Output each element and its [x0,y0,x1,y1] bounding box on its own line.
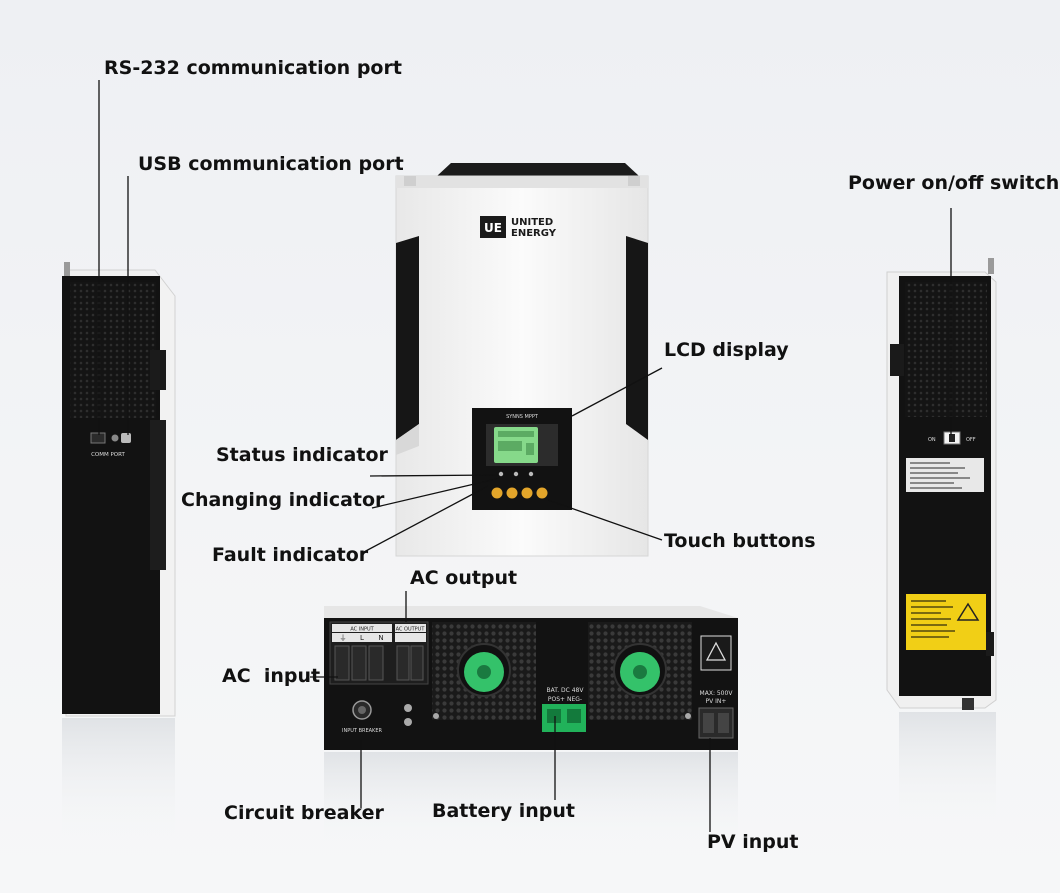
brand-line1: UNITED [511,217,553,228]
label-ac-output: AC output [410,567,518,589]
label-ac-input: AC input [222,665,321,687]
touch-button-2[interactable] [506,487,518,499]
terminal-n: N [378,634,383,642]
left-side-unit: COMM PORT [62,262,176,838]
label-power-switch: Power on/off switch [848,172,1060,194]
touch-button-4[interactable] [536,487,548,499]
label-status: Status indicator [216,444,388,466]
label-battery: Battery input [432,800,575,822]
svg-text:OFF: OFF [966,437,976,443]
logo-mark-text: UE [484,221,502,235]
callout-lines [98,80,952,832]
terminal-l: L [360,634,364,642]
right-side-unit: ON OFF [886,258,997,822]
ground-screw-icon [404,704,412,712]
front-unit: UE UNITED ENERGY SYNNS MPPT [395,163,649,557]
label-breaker: Circuit breaker [224,802,384,824]
pv-max-text: MAX: 500V [700,690,734,697]
ue-logo-icon [480,216,506,238]
bottom-unit: AC INPUT AC OUTPUT ⏚ L N INPUT BREAKER B… [324,606,738,842]
usb-port-icon [121,433,131,443]
fault-indicator-led [528,471,534,477]
label-fault: Fault indicator [212,544,369,566]
brand-line2: ENERGY [511,228,557,239]
touch-button-1[interactable] [491,487,503,499]
terminal-earth: ⏚ [340,634,347,642]
label-changing: Changing indicator [181,489,385,511]
label-touch: Touch buttons [664,530,816,552]
breaker-text: INPUT BREAKER [342,728,382,734]
bat-pn-text: POS+ NEG- [548,696,582,703]
label-rs232: RS-232 communication port [104,57,402,79]
comm-port-text: COMM PORT [91,452,125,458]
label-lcd: LCD display [664,339,789,361]
status-indicator-led [498,471,504,477]
carry-handle [437,163,639,176]
rs232-port-icon [90,432,106,444]
ac-input-hdr: AC INPUT [350,627,374,633]
label-usb: USB communication port [138,153,404,175]
hv-warning-icon [705,641,727,661]
port-screw-icon [111,434,119,442]
warning-label [906,594,986,650]
ac-output-hdr: AC OUTPUT [396,627,426,633]
pv-pn-text: PV IN+ [706,698,727,705]
label-pv: PV input [707,831,799,853]
charging-indicator-led [513,471,519,477]
ground-screw-icon [404,718,412,726]
touch-button-3[interactable] [521,487,533,499]
svg-text:ON: ON [928,437,936,443]
panel-title-text: SYNNS MPPT [506,414,539,420]
bat-label-text: BAT. DC 48V [547,687,585,694]
